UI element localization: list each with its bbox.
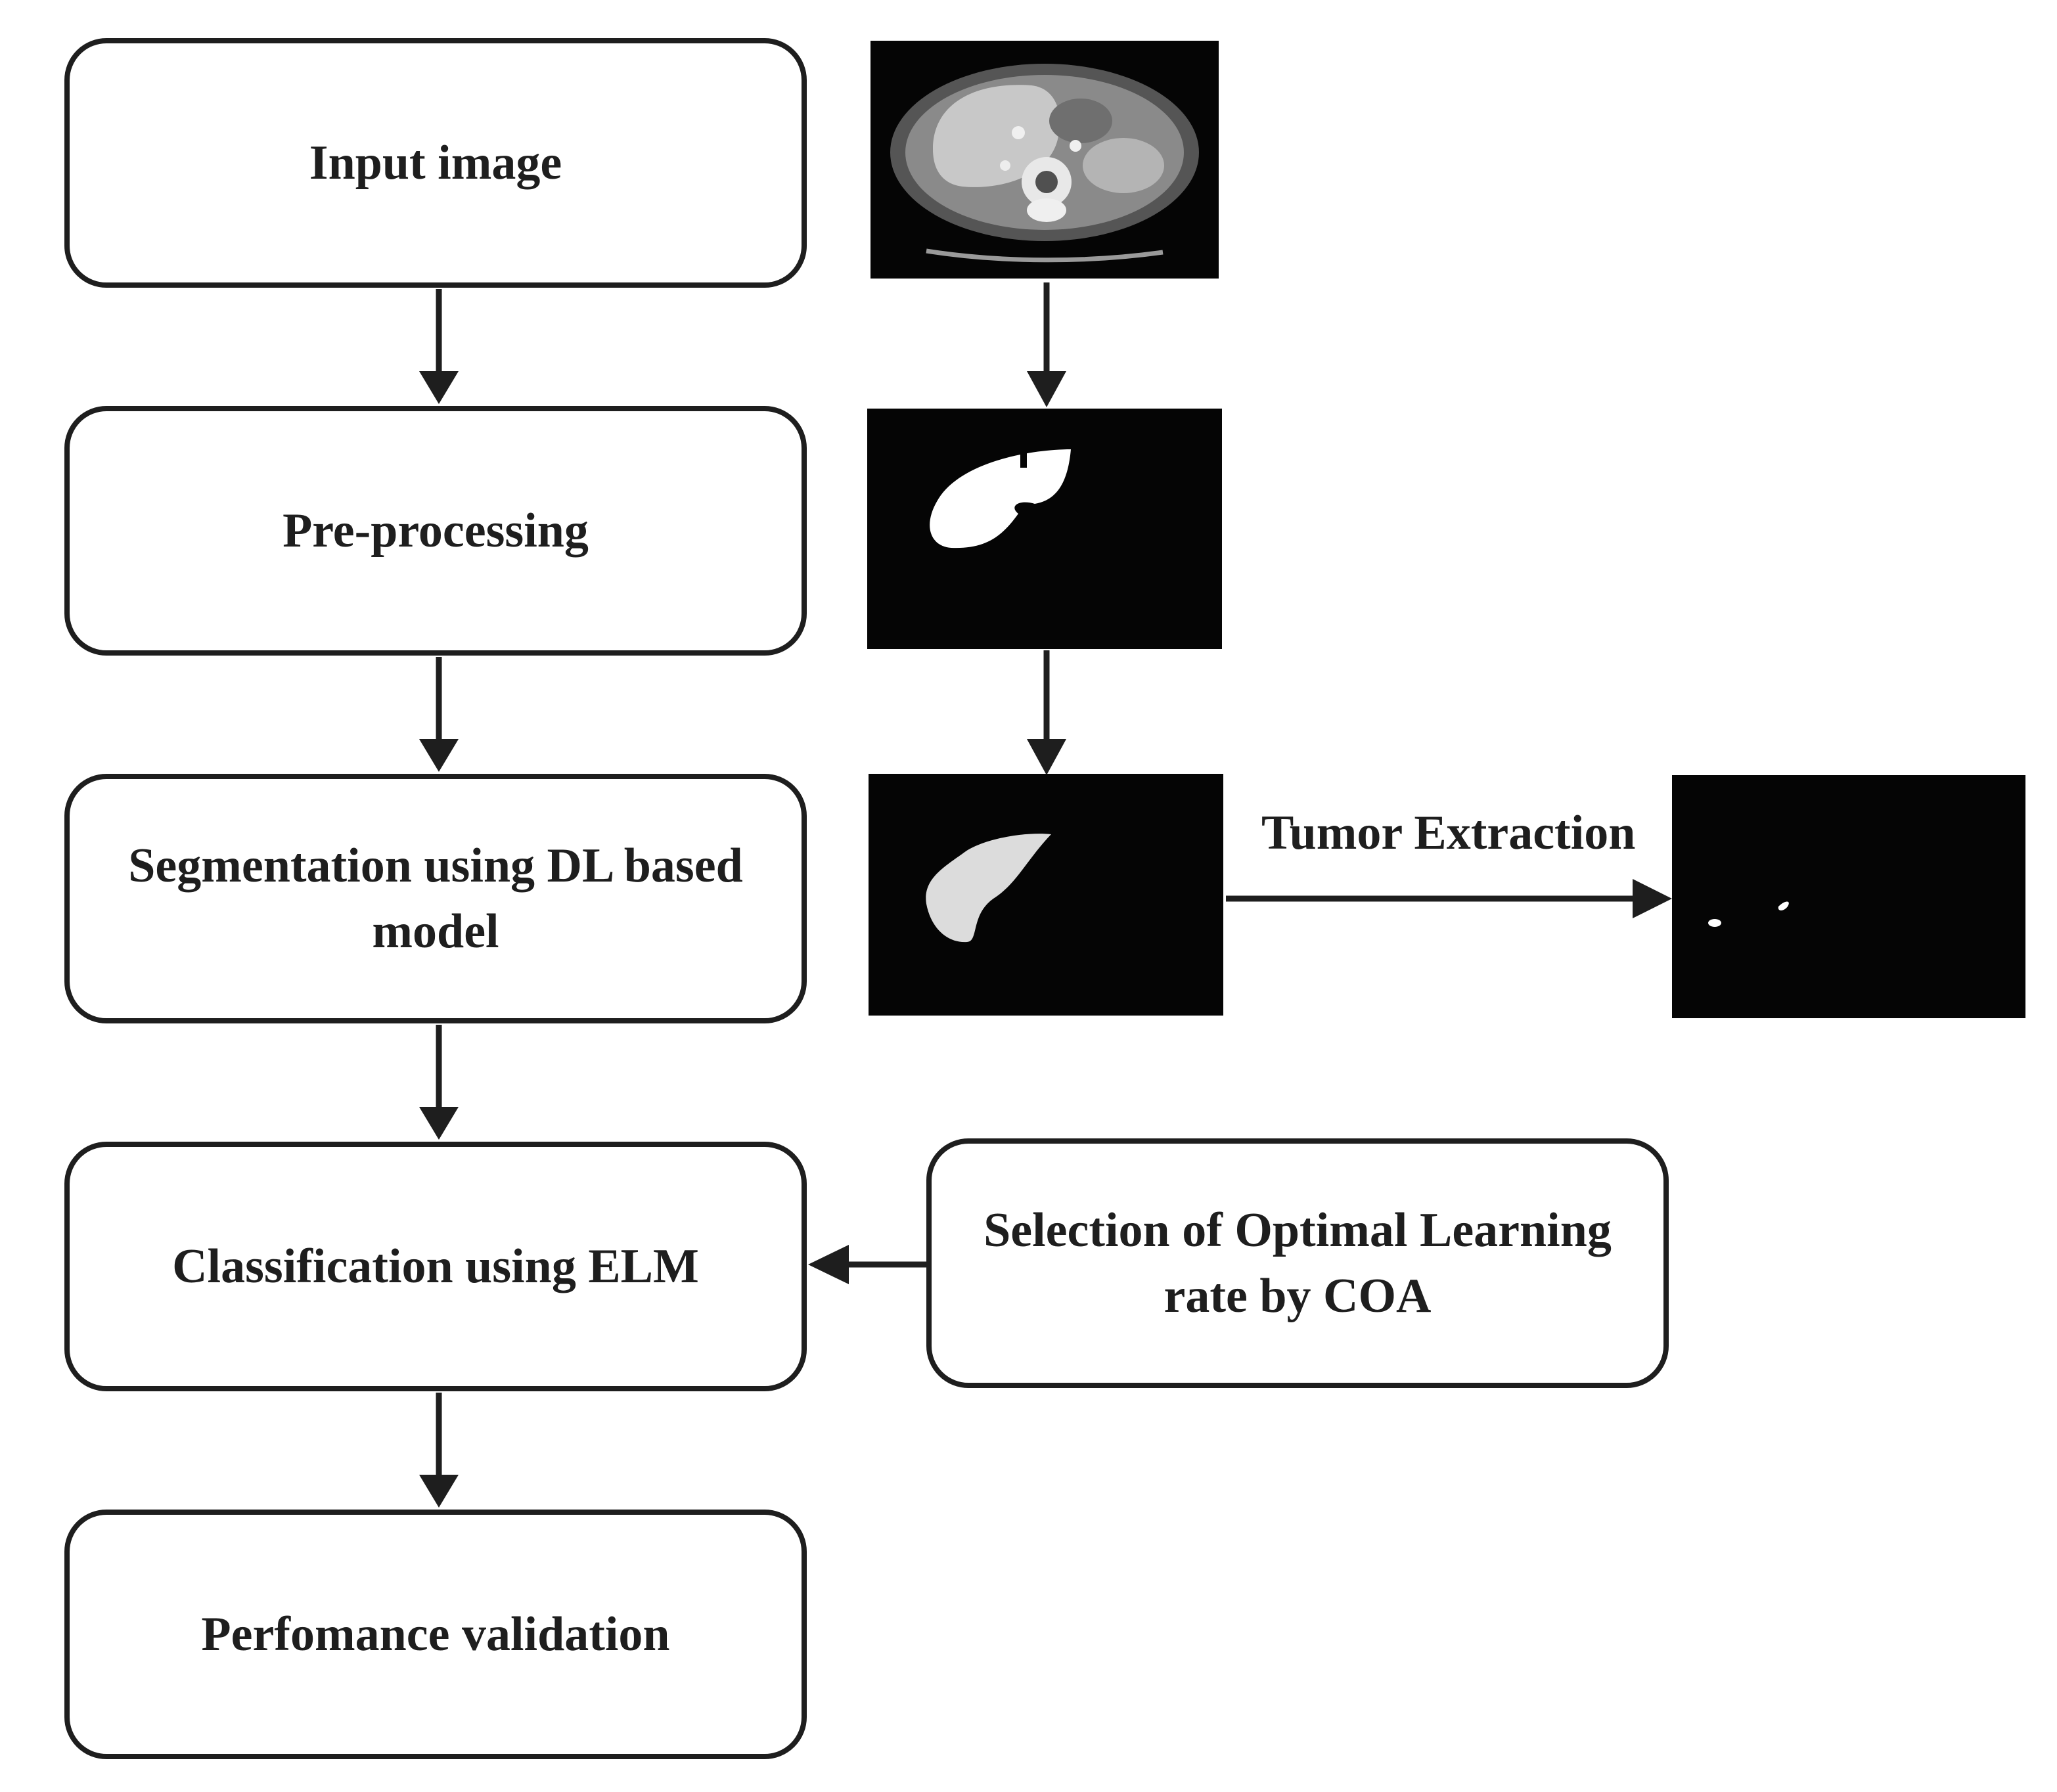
arrowhead-8 xyxy=(808,1245,849,1284)
arrowhead-6 xyxy=(1027,739,1066,775)
arrowhead-5 xyxy=(1027,371,1066,407)
arrowhead-7 xyxy=(1633,879,1672,918)
preprocessing-box: Pre-processing xyxy=(64,406,807,656)
input-image-box: Input image xyxy=(64,38,807,288)
ct-scan-graphic xyxy=(890,64,1199,263)
preprocessing-label: Pre-processing xyxy=(283,504,589,558)
classification-box: Classification using ELM xyxy=(64,1142,807,1391)
ct-scan-image xyxy=(870,41,1219,279)
tumor-extraction-image xyxy=(1672,775,2025,1018)
validation-box: Perfomance validation xyxy=(64,1510,807,1759)
arrowhead-1 xyxy=(419,371,459,404)
input-image-label: Input image xyxy=(309,136,562,190)
liver-mask-graphic xyxy=(930,449,1071,549)
segmentation-box: Segmentation using DL based model xyxy=(64,774,807,1023)
segmented-liver-image xyxy=(869,774,1223,1016)
segmentation-label: Segmentation using DL based model xyxy=(128,839,743,958)
classification-label: Classification using ELM xyxy=(172,1240,699,1293)
arrowhead-4 xyxy=(419,1475,459,1508)
tumor-extraction-label: Tumor Extraction xyxy=(1261,806,1636,860)
segmented-liver-graphic xyxy=(926,834,1051,943)
tumor-spots-graphic xyxy=(1708,901,1789,927)
validation-label: Perfomance validation xyxy=(201,1607,670,1661)
arrowhead-3 xyxy=(419,1107,459,1140)
coa-optimization-box: Selection of Optimal Learning rate by CO… xyxy=(926,1138,1669,1388)
arrowhead-2 xyxy=(419,739,459,772)
coa-optimization-label: Selection of Optimal Learning rate by CO… xyxy=(983,1203,1612,1323)
preprocessed-mask-image xyxy=(867,409,1222,649)
